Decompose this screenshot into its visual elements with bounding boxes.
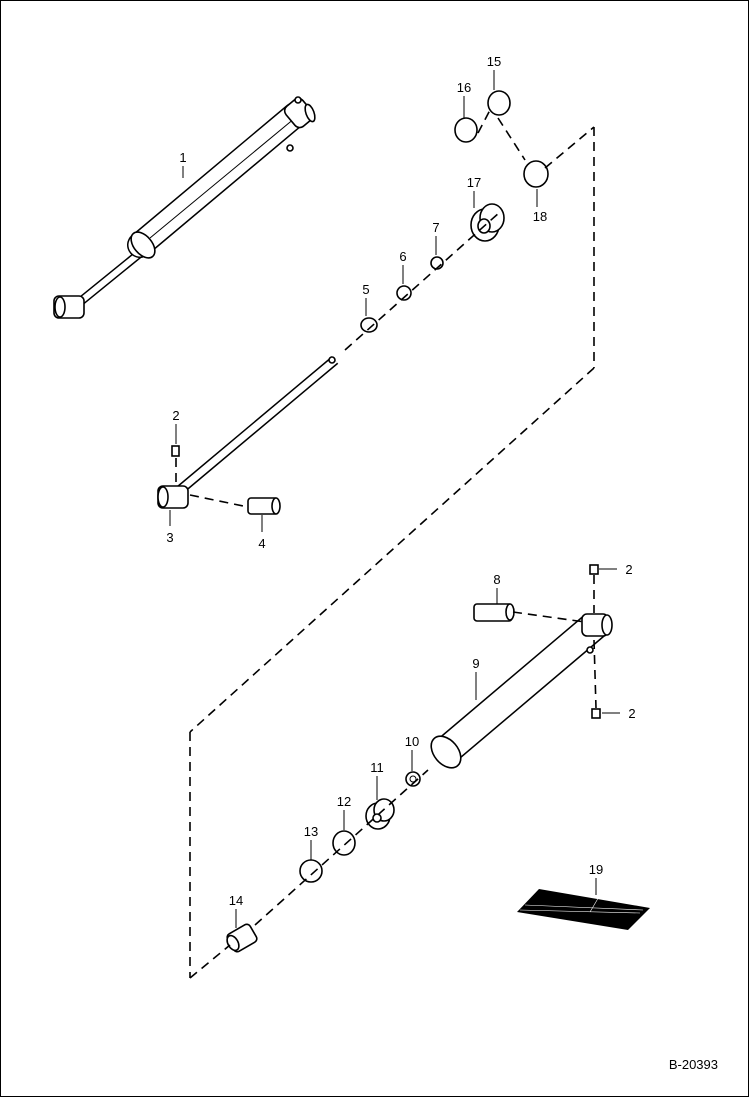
part-6-seal (396, 285, 412, 301)
part-3-rod (157, 356, 339, 509)
callout-2-barrel-bottom: 2 (628, 706, 635, 721)
drawing-reference-number: B-20393 (669, 1057, 718, 1072)
callout-16: 16 (457, 80, 471, 95)
callout-1: 1 (179, 150, 186, 165)
part-16-ring (454, 117, 478, 143)
callouts: 1 2 3 4 5 6 7 15 16 17 18 2 8 9 2 10 11 … (166, 54, 635, 908)
callout-18: 18 (533, 209, 547, 224)
part-18-ring (523, 160, 549, 188)
callout-5: 5 (362, 282, 369, 297)
part-2-grease-fitting-bottom (591, 708, 601, 719)
part-4-bushing (247, 497, 281, 515)
callout-10: 10 (405, 734, 419, 749)
part-13-ring (299, 859, 323, 883)
leader-lines (169, 70, 620, 928)
callout-11: 11 (370, 760, 384, 775)
part-8-bushing (473, 603, 515, 622)
part-9-barrel (430, 613, 613, 769)
part-1-cylinder-assembly (53, 96, 316, 319)
callout-6: 6 (399, 249, 406, 264)
part-14-bushing (226, 923, 258, 953)
part-5-seal (360, 317, 378, 333)
callout-12: 12 (337, 794, 351, 809)
callout-2-rod-fitting: 2 (172, 408, 179, 423)
part-19-decal (517, 889, 650, 930)
assembly-lines (175, 109, 597, 979)
part-17-piston (470, 203, 505, 242)
part-2-grease-fitting-top (589, 564, 599, 575)
callout-14: 14 (229, 893, 243, 908)
callout-17: 17 (467, 175, 481, 190)
part-15-ring (487, 90, 511, 116)
part-2-grease-fitting (171, 445, 180, 457)
callout-2-barrel-top: 2 (625, 562, 632, 577)
part-10-nut (405, 771, 421, 787)
callout-15: 15 (487, 54, 501, 69)
part-12-ring (332, 830, 356, 856)
callout-3: 3 (166, 530, 173, 545)
callout-7: 7 (432, 220, 439, 235)
callout-13: 13 (304, 824, 318, 839)
callout-4: 4 (258, 536, 265, 551)
callout-19: 19 (589, 862, 603, 877)
callout-9: 9 (472, 656, 479, 671)
callout-8: 8 (493, 572, 500, 587)
